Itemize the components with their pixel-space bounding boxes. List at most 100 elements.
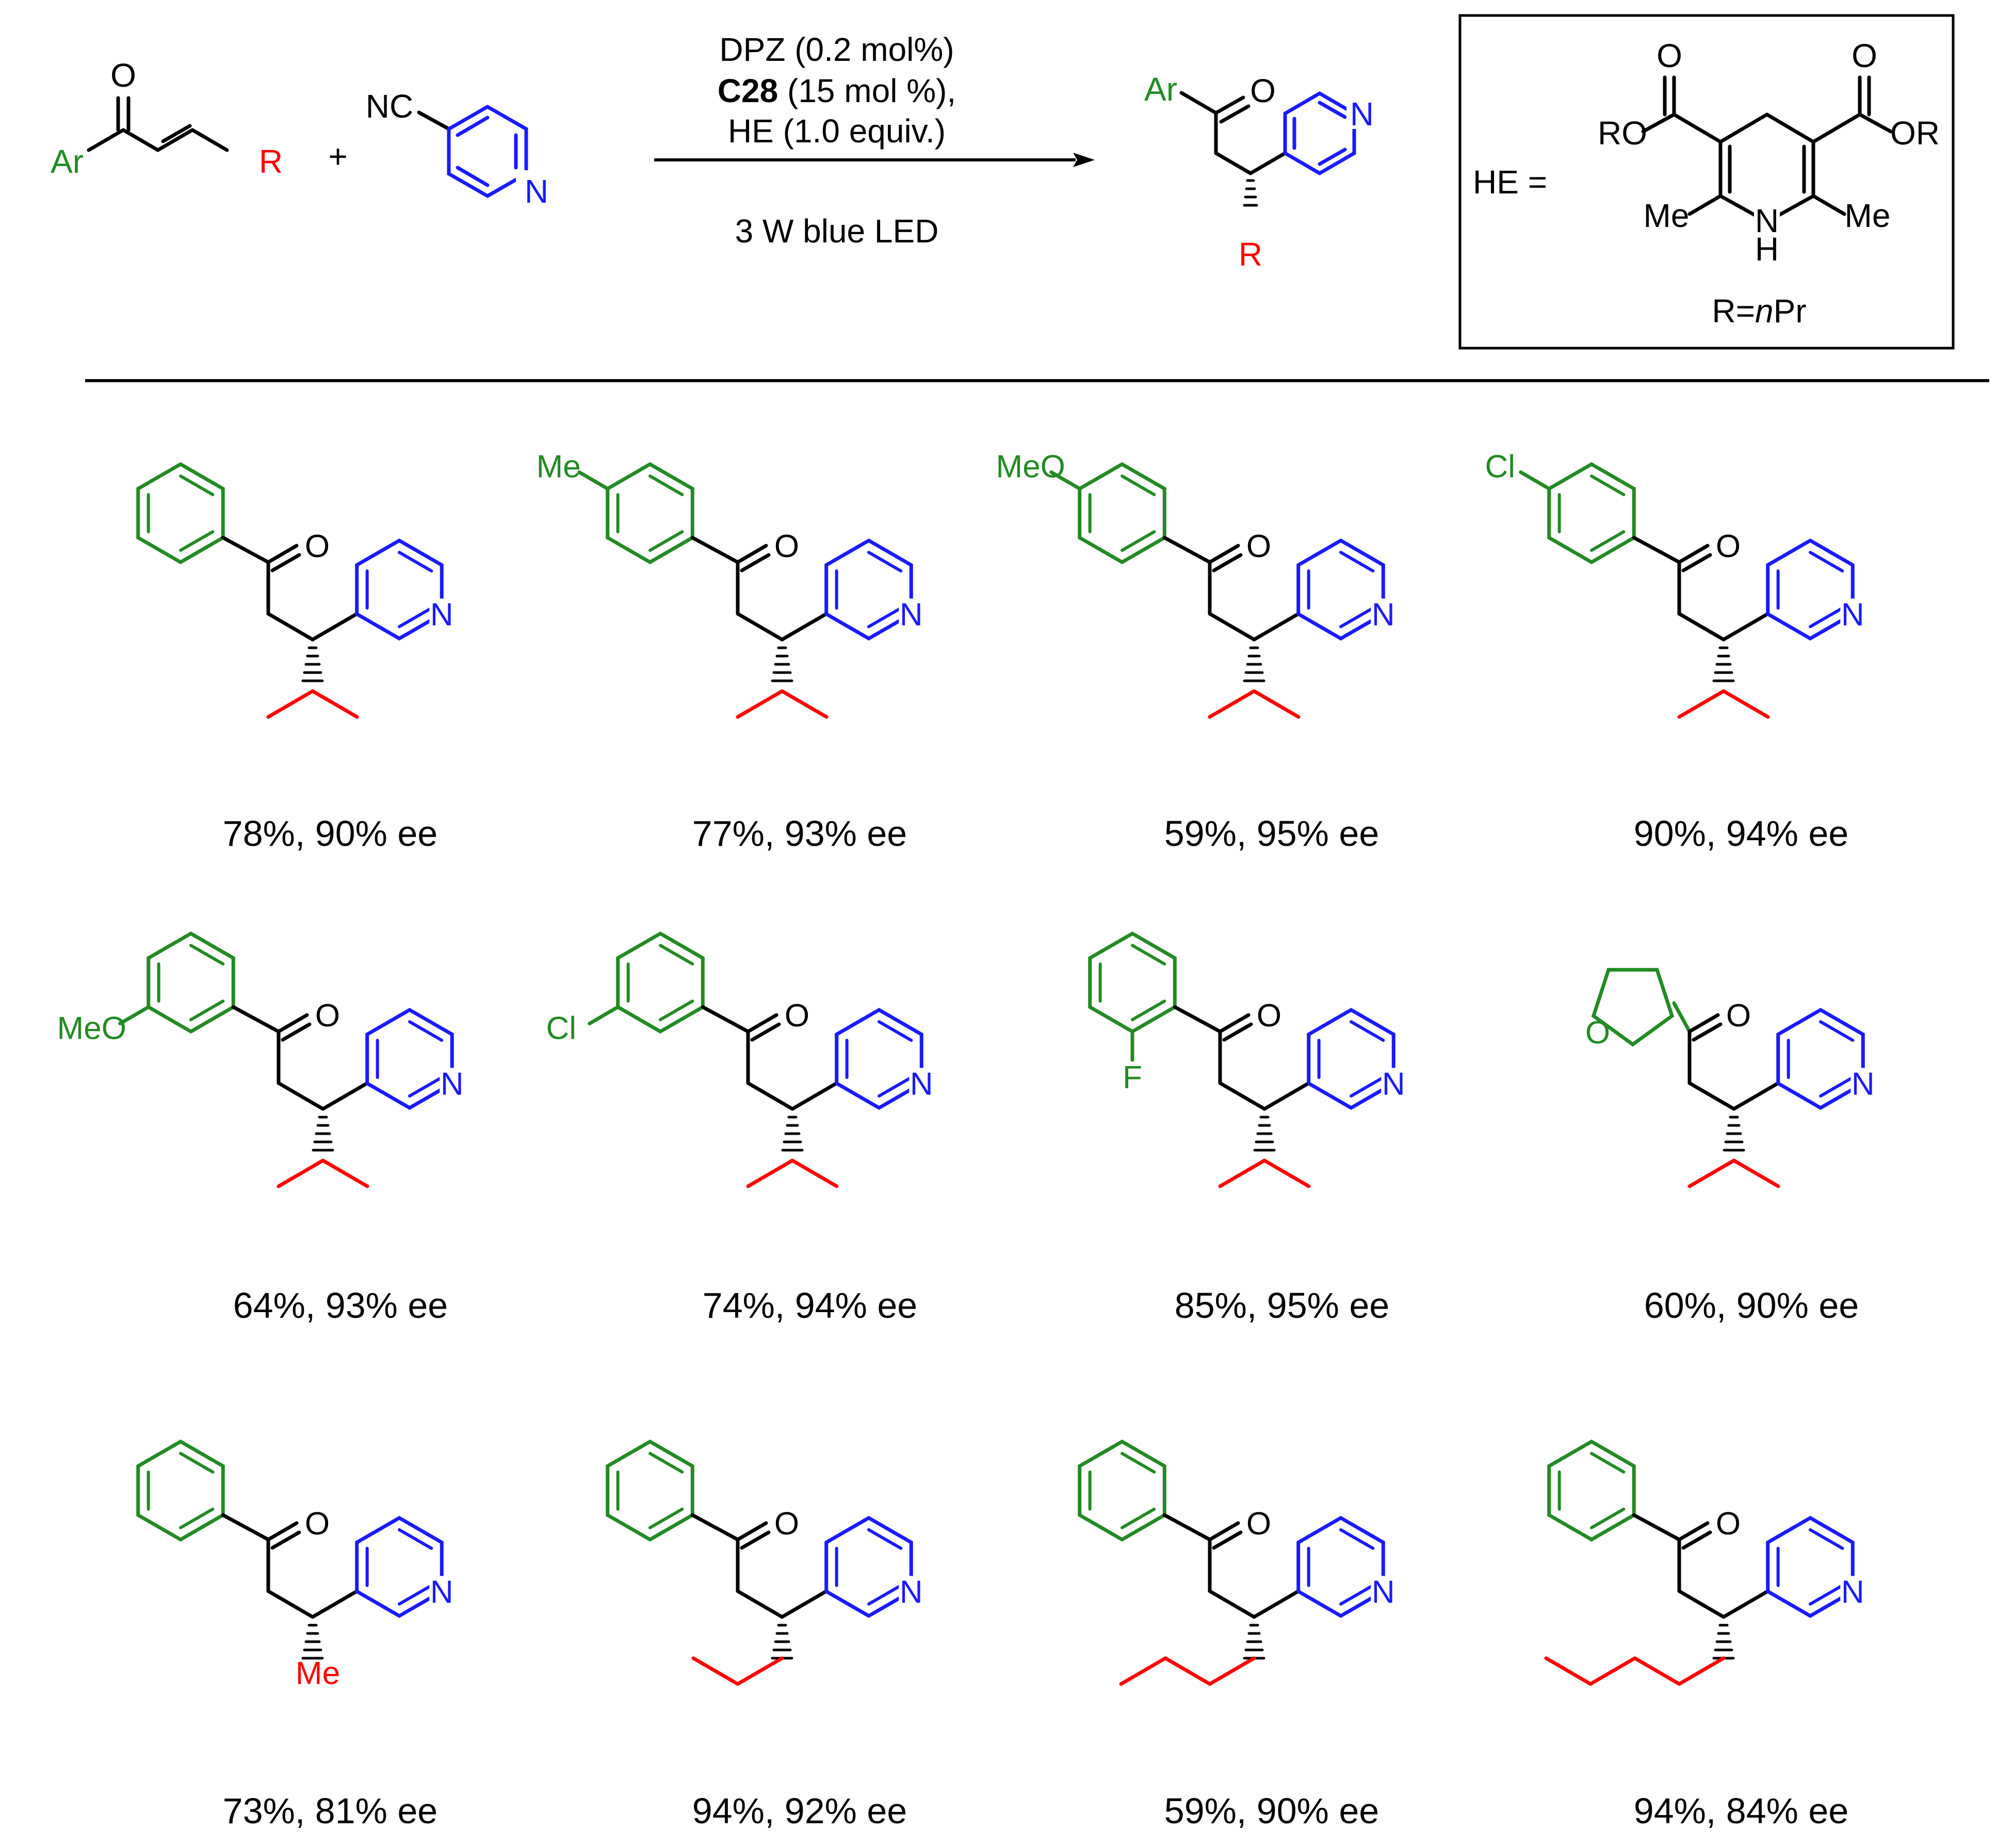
carbonyl-bond-2 — [1681, 1530, 1712, 1550]
he-nh-mask — [1754, 206, 1780, 232]
yield-ee-label: 73%, 81% ee — [223, 1791, 437, 1831]
r-group-bond — [736, 689, 784, 719]
carbonyl-o-label: O — [305, 1506, 330, 1542]
pyridine-inner-bond — [398, 1528, 433, 1550]
aryl-inner-bond — [179, 1452, 215, 1474]
pyridine-inner-bond — [1350, 1020, 1385, 1042]
prod-py-bond — [1248, 151, 1287, 175]
aryl-substituent-bond — [588, 1005, 620, 1025]
pyridine-n-label: N — [1841, 1575, 1864, 1610]
pyridine-inner-bond — [1350, 1076, 1385, 1098]
nc-label: NC — [366, 88, 413, 125]
pyridine-inner-bond — [1819, 1020, 1855, 1042]
reaction-header: O Ar R + NC N DPZ (0.2 mol%) C28 (15 mol… — [51, 14, 1955, 350]
r-group-bond — [1544, 1656, 1593, 1686]
enone-reactant — [87, 96, 229, 152]
pyridine-n-mask — [1371, 598, 1396, 628]
r-group-bond — [1252, 689, 1301, 719]
aryl-inner-bond — [1121, 530, 1156, 552]
aryl-inner-bond — [1121, 1508, 1156, 1529]
pyridine-inner-bond — [408, 1020, 444, 1042]
aryl-inner-bond — [659, 944, 694, 966]
he-me-right-label: Me — [1845, 197, 1891, 234]
pyridine-n-label: N — [430, 597, 453, 633]
pyridine-inner-bond — [867, 1528, 903, 1550]
aryl-inner-bond — [1131, 1000, 1166, 1021]
he-definition-box: HE = O O RO OR Me Me — [1458, 14, 1955, 350]
pyridine-inner-bond — [398, 607, 433, 628]
pyridine-n-label: N — [1382, 1067, 1405, 1102]
ch-bond — [1208, 1589, 1256, 1619]
r-group-bond — [746, 1158, 794, 1188]
prod-hash-bond — [1243, 179, 1258, 207]
aryl-to-carbonyl-bond — [1632, 1513, 1681, 1542]
carbonyl-o-label: O — [1246, 529, 1271, 564]
aryl-inner-bond — [1590, 475, 1626, 496]
pyridine-ring — [1776, 1007, 1865, 1110]
pyridine-inner-bond — [878, 1020, 913, 1042]
aryl-substituent-label: MeO — [996, 449, 1065, 485]
pyridine-n-label: N — [1372, 1575, 1395, 1610]
r-group-bond — [1163, 1656, 1212, 1686]
ch-bond — [736, 612, 784, 642]
catalyst-name: C28 — [718, 72, 778, 109]
r-group-bond — [790, 1158, 839, 1188]
pyridine-n-mask — [1381, 1068, 1406, 1097]
ch-bond — [1687, 1081, 1736, 1111]
yield-ee-label: 94%, 92% ee — [692, 1791, 907, 1831]
carbonyl-o-label: O — [305, 529, 330, 564]
r-group-bond — [780, 689, 829, 719]
pyridine-n-mask — [440, 1068, 465, 1097]
r-group-bond — [1677, 1656, 1726, 1686]
pyridine-inner-bond — [1339, 607, 1375, 628]
aryl-ring — [1088, 931, 1177, 1034]
aryl-ring — [136, 1439, 225, 1542]
pyridine-ring — [1766, 1515, 1855, 1618]
carbonyl-o-label: O — [774, 1506, 799, 1542]
pyridine-inner-bond — [398, 1584, 433, 1606]
pyridine-link-bond — [780, 612, 829, 642]
aryl-to-carbonyl-bond — [1632, 536, 1681, 564]
carbonyl-bond — [736, 544, 768, 564]
he-me-right — [1811, 194, 1846, 216]
enone-o-label: O — [110, 57, 136, 94]
carbonyl-o-label: O — [1257, 998, 1281, 1034]
he-me-left-label: Me — [1644, 197, 1690, 234]
carbonyl-bond — [1677, 1521, 1710, 1542]
yield-ee-label: 60%, 90% ee — [1644, 1285, 1859, 1326]
r-group-bond — [691, 1656, 740, 1686]
cyanopyridine-reactant — [417, 104, 542, 201]
ch-bond — [266, 1589, 315, 1619]
yield-ee-label: 59%, 90% ee — [1164, 1791, 1379, 1831]
yield-ee-label: 90%, 94% ee — [1634, 813, 1848, 854]
prod-co-bond-2 — [1219, 104, 1251, 124]
scope-entry: O N 78%, 90% ee — [136, 462, 454, 854]
pyridine-n-mask — [899, 598, 924, 628]
r-group-bond — [1588, 1656, 1637, 1686]
pyridine-n-mask — [909, 1068, 934, 1097]
generic-product — [1179, 91, 1372, 207]
carbonyl-bond — [277, 1013, 309, 1034]
pyridine-link-bond — [311, 612, 359, 642]
yield-ee-label: 78%, 90% ee — [223, 813, 437, 854]
hantzsch-ester-structure — [1641, 75, 1893, 232]
prod-ar-bond — [1179, 91, 1218, 115]
pyridine-n-label: N — [1841, 597, 1864, 633]
pyridine-link-bond — [1252, 612, 1301, 642]
pyridine-inner-3 — [456, 166, 490, 187]
r-group-bond — [1262, 1158, 1311, 1188]
he-me-left — [1687, 194, 1723, 216]
aryl-inner-bond — [189, 1000, 225, 1021]
ch-bond — [1677, 1589, 1726, 1619]
carbonyl-bond-2 — [270, 1530, 301, 1550]
carbonyl-bond — [736, 1521, 768, 1542]
he-or-label: OR — [1890, 115, 1940, 152]
pyridine-inner-bond — [1809, 1528, 1844, 1550]
aryl-inner-bond — [1121, 1452, 1156, 1474]
pyridine-link-bond — [1722, 1589, 1770, 1619]
he-ester-right-or — [1858, 112, 1893, 134]
aryl-ring — [1547, 462, 1636, 565]
aryl-substituent-bond — [1519, 470, 1551, 490]
